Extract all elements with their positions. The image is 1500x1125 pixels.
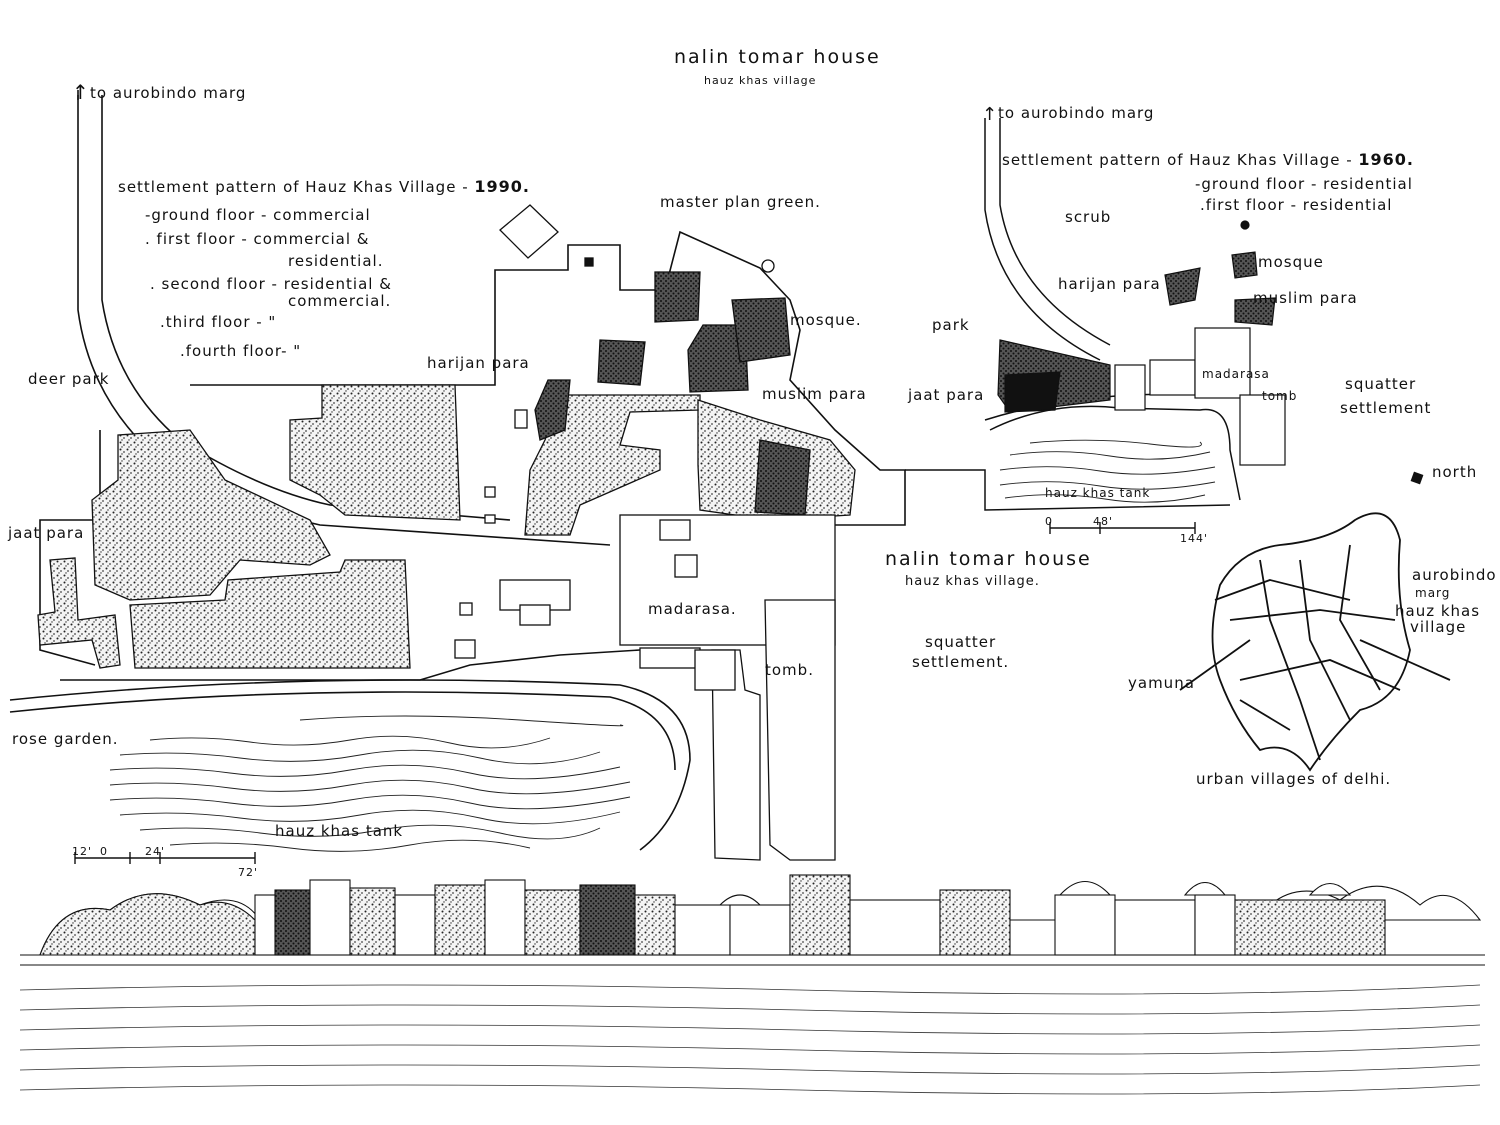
label-north: north xyxy=(1432,463,1478,481)
up-arrow-icon: ↑ xyxy=(982,104,999,125)
label-madarasa-1960: madarasa xyxy=(1202,367,1270,381)
block-south-west xyxy=(129,559,411,669)
heading-1990: settlement pattern of Hauz Khas Village … xyxy=(118,177,530,196)
floor-line-3: residential. xyxy=(288,252,384,270)
tank-edge xyxy=(9,679,691,851)
key-map xyxy=(1179,512,1451,772)
floor-line-5: commercial. xyxy=(288,292,392,310)
floor-line-2: . first floor - commercial & xyxy=(145,230,370,248)
label-mosque-1960: mosque xyxy=(1258,253,1324,271)
label-muslim-para-1990: muslim para xyxy=(762,385,867,403)
scale-1990-t2: 24' xyxy=(145,845,166,858)
heading-1990-text: settlement pattern of Hauz Khas Village … xyxy=(118,178,469,196)
floor-line-6: .third floor - " xyxy=(160,313,277,331)
to-road-1960: to aurobindo marg xyxy=(998,104,1155,122)
scale-1990-t0: 12' xyxy=(72,845,93,858)
heading-1990-year: 1990. xyxy=(474,177,530,196)
label-tank-1990: hauz khas tank xyxy=(275,822,404,840)
label-harijan-para-1990: harijan para xyxy=(427,354,530,372)
blocks-1990 xyxy=(37,204,856,861)
block-dark-east xyxy=(754,439,811,516)
label-jaat-para-1960: jaat para xyxy=(908,386,985,404)
tank-waves-1960 xyxy=(999,439,1216,503)
label-key-caption: urban villages of delhi. xyxy=(1196,770,1392,788)
scale-1960-t0: 0 xyxy=(1045,515,1053,528)
plan-1960 xyxy=(905,118,1241,511)
page-title: nalin tomar house xyxy=(674,46,881,68)
floor-line-1: -ground floor - commercial xyxy=(145,206,371,224)
label-harijan-para-1960: harijan para xyxy=(1058,275,1161,293)
block-north-1 xyxy=(654,271,701,323)
label-settlement-1960: settlement xyxy=(1340,399,1432,417)
label-settlement-1990: settlement. xyxy=(912,653,1010,671)
label-squatter-1960: squatter xyxy=(1345,375,1417,393)
block-north-5 xyxy=(534,379,571,441)
label-master-plan-green: master plan green. xyxy=(660,193,821,211)
label-muslim-para-1960: muslim para xyxy=(1253,289,1358,307)
label-tank-1960: hauz khas tank xyxy=(1045,486,1151,500)
block-jaat-para xyxy=(37,557,121,669)
block-north-4 xyxy=(597,339,646,386)
to-road-1990: to aurobindo marg xyxy=(90,84,247,102)
floor-line-4: . second floor - residential & xyxy=(150,275,392,293)
scale-bar-1960 xyxy=(1049,522,1196,534)
river-waves xyxy=(19,984,1481,1095)
scale-1960-t2: 144' xyxy=(1180,532,1209,545)
label-madarasa-1990: madarasa. xyxy=(648,600,737,618)
blocks-1960 xyxy=(997,220,1286,466)
village-boundary xyxy=(190,230,906,526)
tank-waves-1990 xyxy=(109,715,631,852)
label-hauz-khas: hauz khas xyxy=(1395,602,1481,620)
label-deer-park: deer park xyxy=(28,370,110,388)
label-squatter-1990: squatter xyxy=(925,633,997,651)
floor-1960-2: .first floor - residential xyxy=(1200,196,1393,214)
scale-1960-t1: 48' xyxy=(1093,515,1114,528)
block-north-3 xyxy=(731,297,791,363)
heading-1960-text: settlement pattern of Hauz Khas Village … xyxy=(1002,151,1353,169)
scale-1990-t3: 72' xyxy=(238,866,259,879)
scale-1990-t1: 0 xyxy=(100,845,108,858)
label-village: village xyxy=(1410,618,1467,636)
up-arrow-icon: ↑ xyxy=(72,80,90,104)
label-tomb-1990: tomb. xyxy=(765,661,814,679)
floor-line-7: .fourth floor- " xyxy=(180,342,302,360)
label-yamuna: yamuna xyxy=(1128,674,1195,692)
floor-1960-1: -ground floor - residential xyxy=(1195,175,1413,193)
label-rose-garden: rose garden. xyxy=(12,730,119,748)
label-aurobindo: aurobindo xyxy=(1412,566,1497,584)
pavilion xyxy=(499,204,559,259)
label-site-name: nalin tomar house xyxy=(885,548,1092,570)
elevation-sketch xyxy=(20,874,1485,966)
block-deer-park xyxy=(91,429,331,601)
north-arrow-icon xyxy=(1410,471,1424,485)
label-mosque-1990: mosque. xyxy=(790,311,862,329)
heading-1960: settlement pattern of Hauz Khas Village … xyxy=(1002,150,1414,169)
label-jaat-para-1990: jaat para xyxy=(8,524,85,542)
scale-bar-1990 xyxy=(74,852,256,864)
label-scrub: scrub xyxy=(1065,208,1112,226)
label-site-sub: hauz khas village. xyxy=(905,574,1040,589)
label-tomb-1960: tomb xyxy=(1262,389,1298,403)
label-park: park xyxy=(932,316,970,334)
block-center xyxy=(289,384,461,521)
heading-1960-year: 1960. xyxy=(1358,150,1414,169)
label-marg: marg xyxy=(1415,586,1451,600)
page-subtitle: hauz khas village xyxy=(704,74,817,87)
